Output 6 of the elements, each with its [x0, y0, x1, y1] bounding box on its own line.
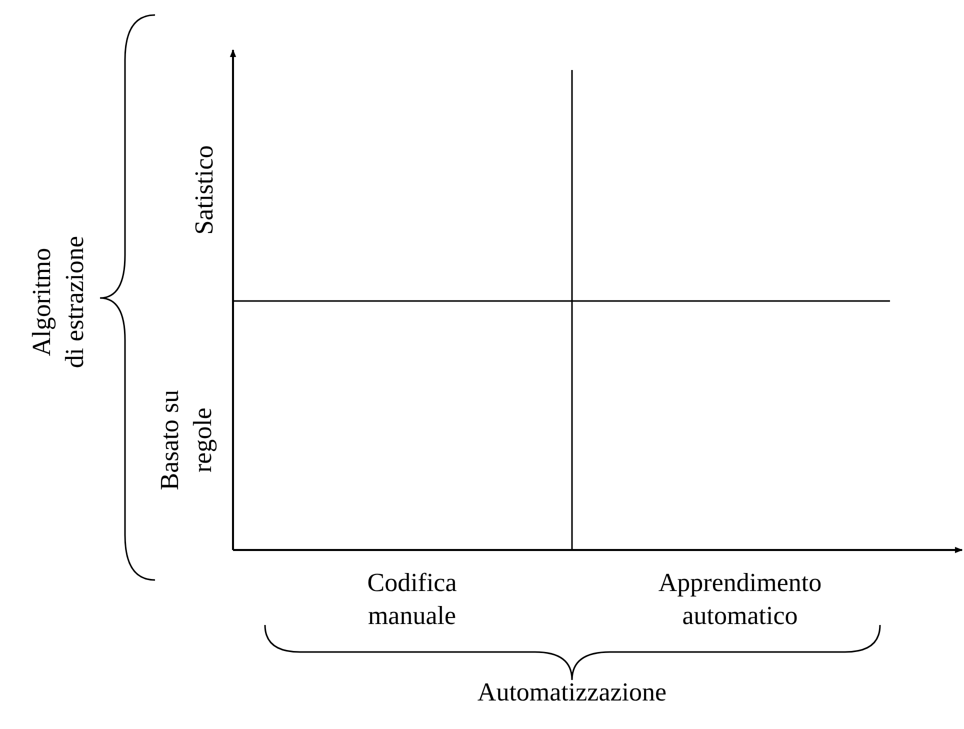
- axis-label: Satistico: [188, 144, 220, 237]
- axis-label: Algoritmo di estrazione: [26, 234, 90, 370]
- axis-label: Basato su regole: [154, 388, 218, 492]
- axis-label: Apprendimento automatico: [657, 567, 823, 632]
- axis-label: Automatizzazione: [476, 676, 668, 708]
- axis-label: Codifica manuale: [366, 567, 458, 632]
